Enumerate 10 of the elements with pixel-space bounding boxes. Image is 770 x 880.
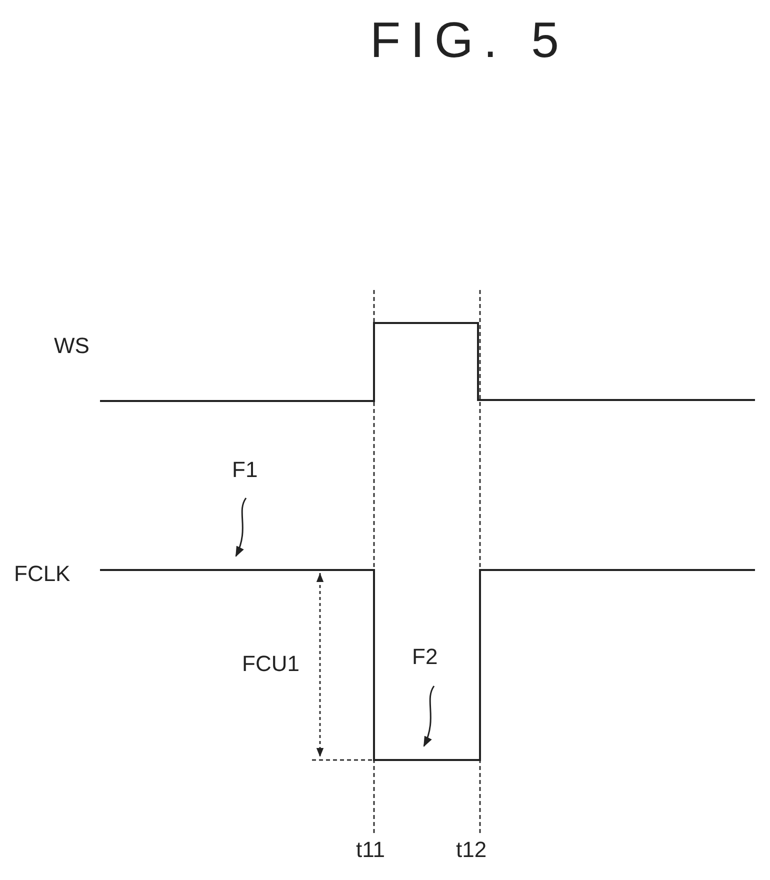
callout-label: F1 [232,458,258,482]
callout-label: F2 [412,645,438,669]
time-label: t12 [456,838,487,862]
figure-title: FIG. 5 [370,12,569,68]
dimension-label: FCU1 [242,652,300,676]
signal-name: WS [54,334,90,358]
leader-line [235,498,247,557]
leader-line [423,686,435,747]
time-label: t11 [356,838,385,862]
signal-name: FCLK [14,562,70,586]
